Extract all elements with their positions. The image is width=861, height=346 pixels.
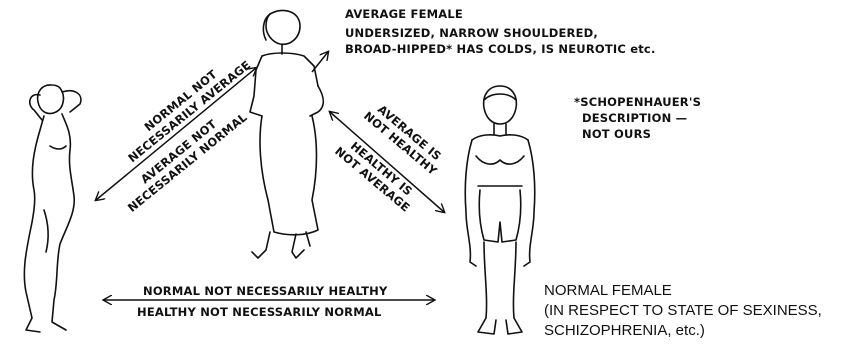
footnote-line3: NOT OURS bbox=[582, 127, 651, 141]
healthy-female-figure bbox=[24, 85, 81, 332]
normal-female-desc-line2: SCHIZOPHRENIA, etc.) bbox=[544, 321, 705, 340]
footnote-line2: DESCRIPTION — bbox=[582, 111, 687, 125]
average-female-figure bbox=[250, 10, 323, 258]
normal-female-desc-line1: (IN RESPECT TO STATE OF SEXINESS, bbox=[544, 301, 822, 320]
average-female-pointer bbox=[312, 52, 328, 72]
average-female-desc-line1: UNDERSIZED, NARROW SHOULDERED, bbox=[345, 26, 598, 40]
footnote-line1: *SCHOPENHAUER'S bbox=[574, 95, 701, 109]
average-female-title: AVERAGE FEMALE bbox=[345, 7, 463, 21]
bottom-arrow-label-above: NORMAL NOT NECESSARILY HEALTHY bbox=[143, 284, 388, 298]
normal-female-title: NORMAL FEMALE bbox=[544, 281, 672, 300]
bottom-arrow-label-below: HEALTHY NOT NECESSARILY NORMAL bbox=[137, 305, 382, 319]
normal-female-figure bbox=[465, 86, 535, 334]
average-female-desc-line2: BROAD-HIPPED* HAS COLDS, IS NEUROTIC etc… bbox=[345, 42, 656, 56]
